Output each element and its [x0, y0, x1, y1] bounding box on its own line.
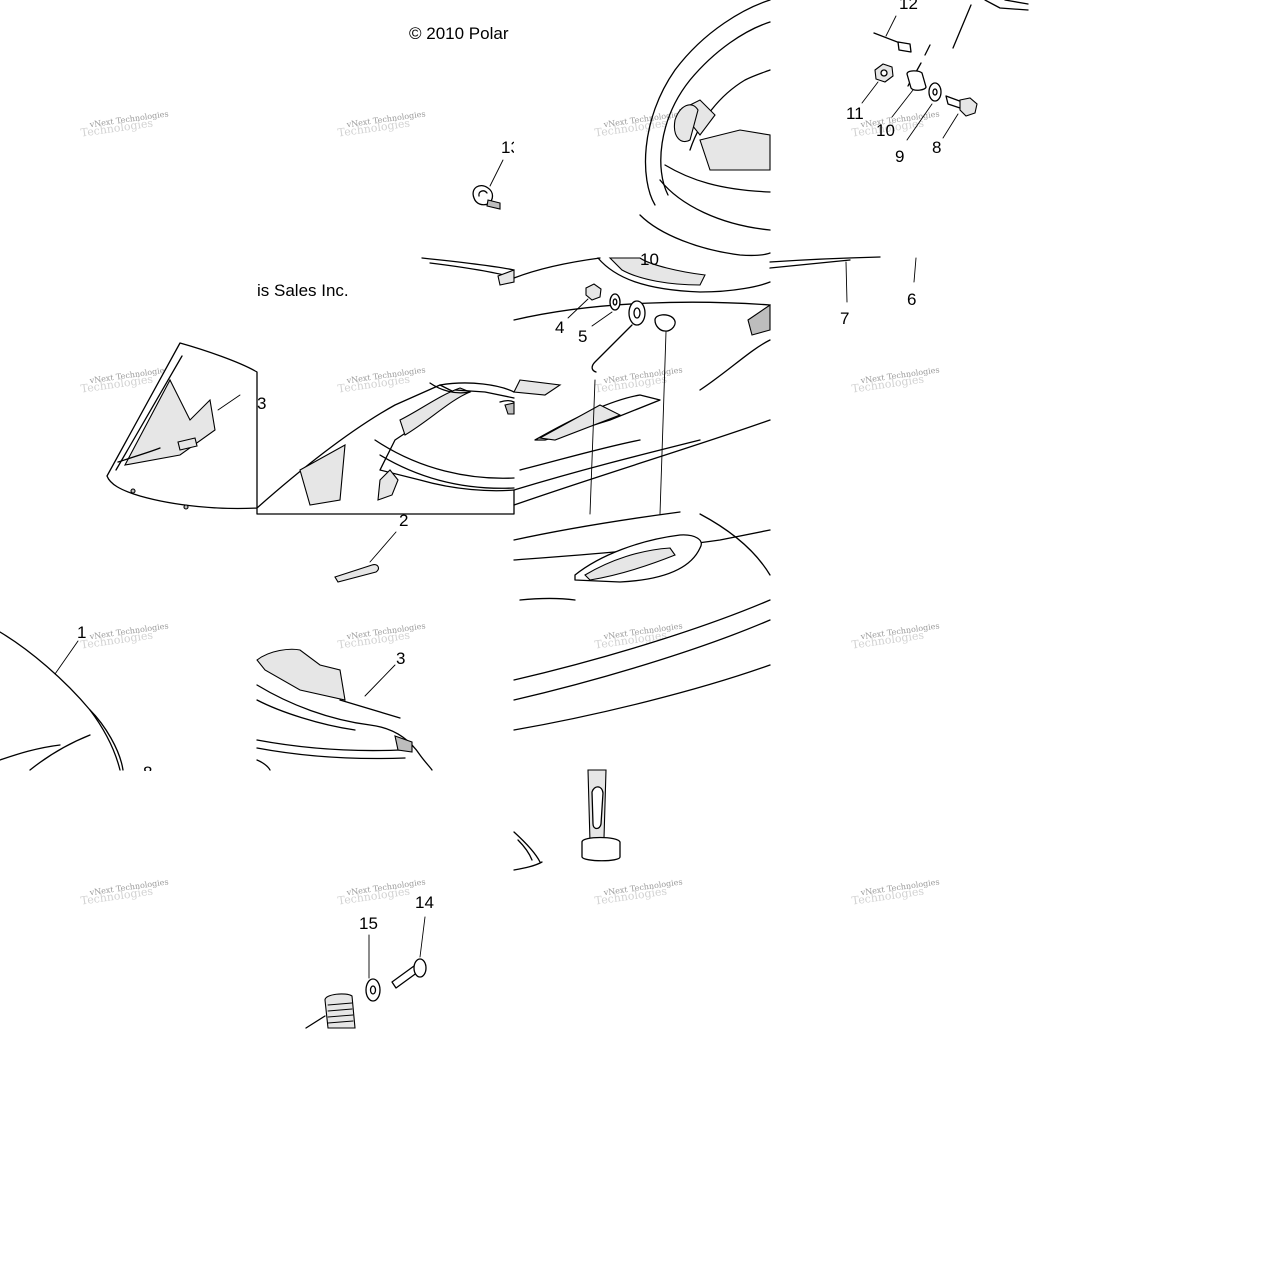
clamp-part-13 — [472, 159, 504, 210]
rub-rail-segment — [769, 256, 917, 303]
callout-label-9: 9 — [895, 147, 904, 166]
vent-grill-assembly — [305, 916, 427, 1029]
seat-left — [0, 631, 124, 771]
bracket-lower — [513, 769, 621, 871]
callout-label-11: 11 — [846, 104, 864, 123]
callout-label-14: 14 — [415, 893, 434, 912]
seat-middle — [256, 648, 433, 771]
callout-label-1: 1 — [77, 623, 86, 642]
callout-label-8: 8 — [932, 138, 941, 157]
callout-label-10-top: 10 — [640, 250, 659, 269]
callout-label-2: 2 — [399, 511, 408, 530]
callout-label-15: 15 — [359, 914, 378, 933]
hinge-part-2 — [334, 531, 397, 583]
callout-label-10: 10 — [876, 121, 895, 140]
hull-lower — [513, 511, 771, 731]
hull-deck-front — [256, 257, 515, 515]
hardware-group-8-12 — [861, 0, 1029, 141]
tile-mask-a — [514, 140, 544, 160]
copyright-text-a: © 2010 Polar — [409, 24, 509, 43]
deck-center: 10 — [513, 250, 771, 515]
callout-label-7: 7 — [840, 309, 849, 328]
callout-label-12: 12 — [899, 0, 918, 13]
callout-label-5: 5 — [578, 327, 587, 346]
callout-label-3-bottom: 3 — [396, 649, 405, 668]
callout-label-6: 6 — [907, 290, 916, 309]
tile-mask-b — [0, 771, 514, 785]
seat-cowl-upper — [639, 0, 771, 257]
copyright-text-b: is Sales Inc. — [257, 281, 349, 300]
callout-label-4: 4 — [555, 318, 564, 337]
callout-label-3-top: 3 — [257, 394, 266, 413]
windshield-panel — [106, 342, 258, 510]
